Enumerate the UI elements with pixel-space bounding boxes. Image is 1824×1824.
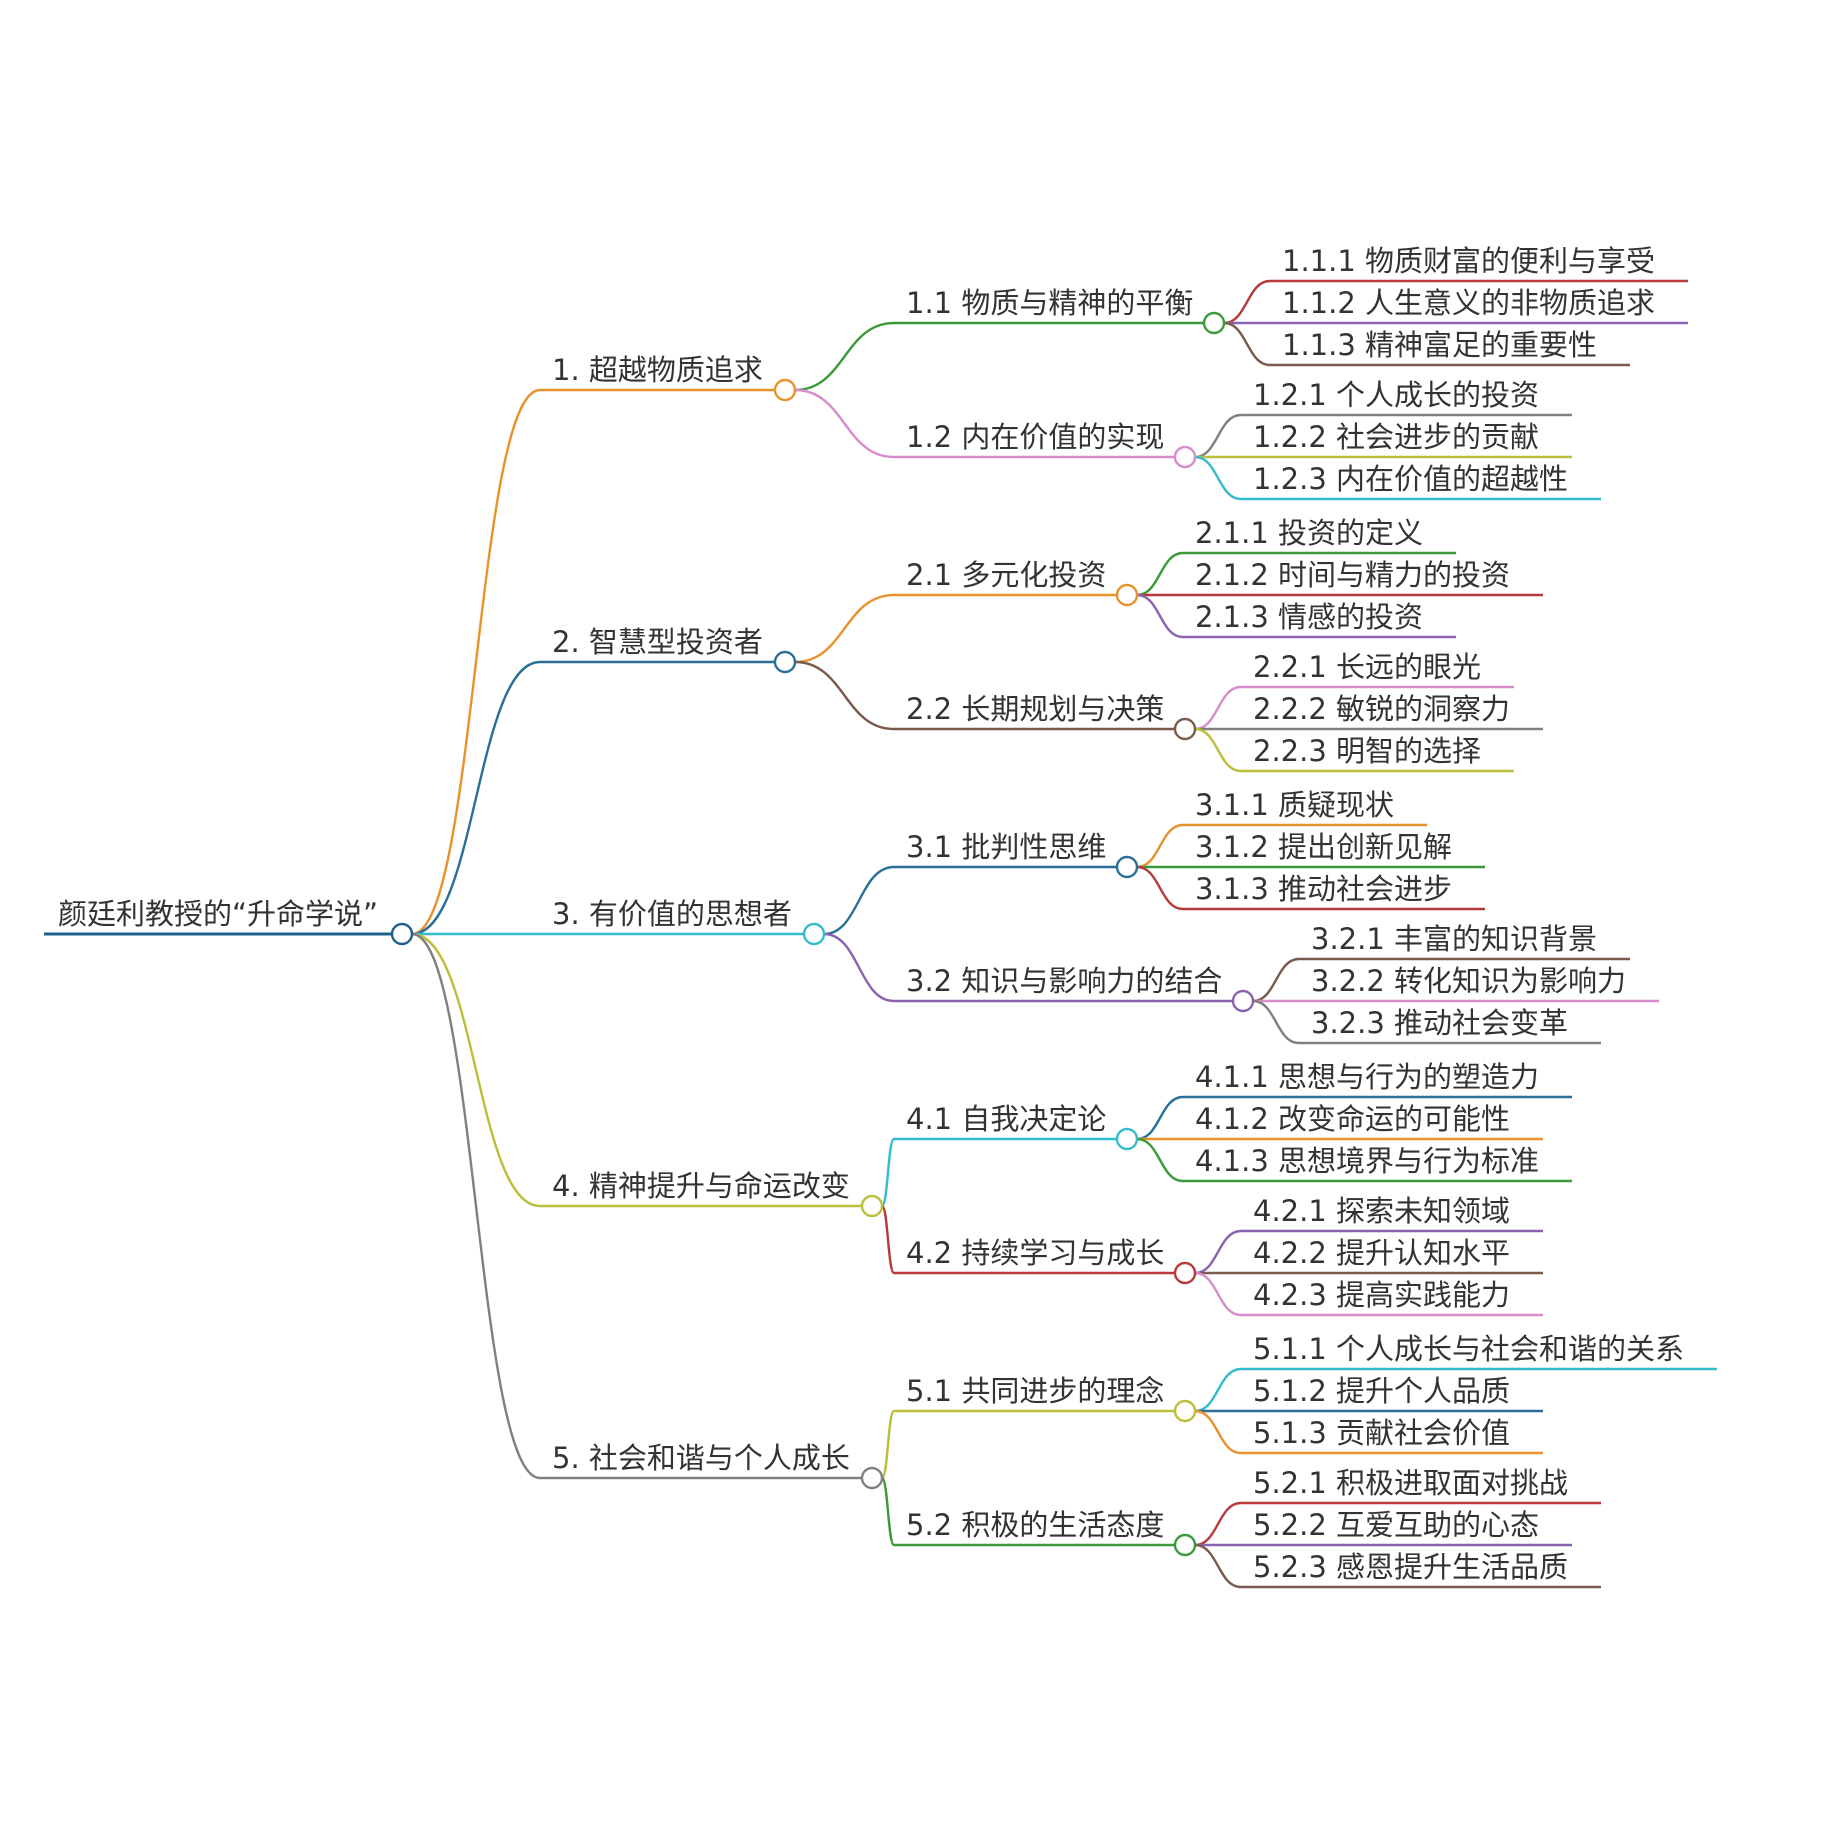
leaf-label-2-2-3: 2.2.3 明智的选择 <box>1253 734 1481 768</box>
branch-node-5[interactable] <box>860 1466 884 1490</box>
leaf-label-4-2-2: 4.2.2 提升认知水平 <box>1253 1236 1510 1270</box>
leaf-label-2-2-2: 2.2.2 敏锐的洞察力 <box>1253 692 1510 726</box>
branch-connector-5 <box>411 932 541 1480</box>
leaf-label-1-2-2: 1.2.2 社会进步的贡献 <box>1253 420 1539 454</box>
subbranch-label-5-1: 5.1 共同进步的理念 <box>906 1374 1164 1408</box>
branch-connector-1 <box>411 388 541 936</box>
leaf-label-3-1-1: 3.1.1 质疑现状 <box>1195 788 1394 822</box>
subbranch-connector-1-2 <box>794 388 895 459</box>
leaf-label-4-1-3: 4.1.3 思想境界与行为标准 <box>1195 1144 1539 1178</box>
leaf-label-3-2-2: 3.2.2 转化知识为影响力 <box>1311 964 1626 998</box>
subbranch-label-1-1: 1.1 物质与精神的平衡 <box>906 286 1193 320</box>
subbranch-connector-5-1 <box>880 1409 896 1480</box>
leaf-connector-5-2-1 <box>1194 1501 1242 1547</box>
leaf-label-5-1-3: 5.1.3 贡献社会价值 <box>1253 1416 1510 1450</box>
leaf-connector-4-2-3 <box>1194 1271 1242 1317</box>
subbranch-connector-4-2 <box>880 1204 896 1275</box>
branch-label-3: 3. 有价值的思想者 <box>552 897 792 931</box>
leaf-connector-3-2-1 <box>1252 957 1300 1003</box>
branch-connector-4 <box>411 932 541 1208</box>
leaf-label-1-2-1: 1.2.1 个人成长的投资 <box>1253 378 1539 412</box>
subbranch-node-3-1[interactable] <box>1115 855 1139 879</box>
subbranch-connector-2-2 <box>794 660 895 731</box>
subbranch-label-4-1: 4.1 自我决定论 <box>906 1102 1106 1136</box>
leaf-connector-4-1-3 <box>1136 1137 1184 1183</box>
branch-connector-2 <box>411 660 541 936</box>
leaf-connector-4-1-1 <box>1136 1095 1184 1141</box>
leaf-label-4-1-1: 4.1.1 思想与行为的塑造力 <box>1195 1060 1539 1094</box>
leaf-label-4-2-1: 4.2.1 探索未知领域 <box>1253 1194 1510 1228</box>
subbranch-node-5-1[interactable] <box>1173 1399 1197 1423</box>
leaf-connector-3-1-1 <box>1136 823 1184 869</box>
leaf-label-1-1-3: 1.1.3 精神富足的重要性 <box>1282 328 1597 362</box>
leaf-label-3-2-3: 3.2.3 推动社会变革 <box>1311 1006 1568 1040</box>
leaf-connector-2-1-1 <box>1136 551 1184 597</box>
leaf-connector-2-1-3 <box>1136 593 1184 639</box>
branch-node-3[interactable] <box>802 922 826 946</box>
subbranch-node-2-1[interactable] <box>1115 583 1139 607</box>
leaf-label-5-2-2: 5.2.2 互爱互助的心态 <box>1253 1508 1539 1542</box>
leaf-label-2-1-2: 2.1.2 时间与精力的投资 <box>1195 558 1510 592</box>
leaf-connector-2-2-3 <box>1194 727 1242 773</box>
leaf-label-3-1-2: 3.1.2 提出创新见解 <box>1195 830 1452 864</box>
leaf-label-1-2-3: 1.2.3 内在价值的超越性 <box>1253 462 1568 496</box>
subbranch-label-5-2: 5.2 积极的生活态度 <box>906 1508 1164 1542</box>
root-topic-label: 颜廷利教授的“升命学说” <box>58 897 378 931</box>
leaf-label-5-2-1: 5.2.1 积极进取面对挑战 <box>1253 1466 1568 1500</box>
subbranch-node-3-2[interactable] <box>1231 989 1255 1013</box>
leaf-label-5-2-3: 5.2.3 感恩提升生活品质 <box>1253 1550 1568 1584</box>
mindmap-connectors <box>44 279 1717 1589</box>
leaf-label-2-1-1: 2.1.1 投资的定义 <box>1195 516 1423 550</box>
leaf-label-2-1-3: 2.1.3 情感的投资 <box>1195 600 1423 634</box>
leaf-label-5-1-2: 5.1.2 提升个人品质 <box>1253 1374 1510 1408</box>
branch-node-4[interactable] <box>860 1194 884 1218</box>
subbranch-connector-2-1 <box>794 593 895 664</box>
leaf-connector-5-1-3 <box>1194 1409 1242 1455</box>
leaf-connector-1-1-3 <box>1223 321 1271 367</box>
branch-label-2: 2. 智慧型投资者 <box>552 625 763 659</box>
branch-node-1[interactable] <box>773 378 797 402</box>
subbranch-label-4-2: 4.2 持续学习与成长 <box>906 1236 1164 1270</box>
subbranch-connector-3-1 <box>823 865 895 936</box>
subbranch-node-4-1[interactable] <box>1115 1127 1139 1151</box>
subbranch-label-3-2: 3.2 知识与影响力的结合 <box>906 964 1222 998</box>
subbranch-label-1-2: 1.2 内在价值的实现 <box>906 420 1164 454</box>
leaf-label-4-1-2: 4.1.2 改变命运的可能性 <box>1195 1102 1510 1136</box>
leaf-connector-5-1-1 <box>1194 1367 1242 1413</box>
subbranch-node-1-2[interactable] <box>1173 445 1197 469</box>
subbranch-node-4-2[interactable] <box>1173 1261 1197 1285</box>
leaf-label-1-1-1: 1.1.1 物质财富的便利与享受 <box>1282 244 1655 278</box>
subbranch-label-2-1: 2.1 多元化投资 <box>906 558 1106 592</box>
leaf-label-1-1-2: 1.1.2 人生意义的非物质追求 <box>1282 286 1655 320</box>
subbranch-label-3-1: 3.1 批判性思维 <box>906 830 1106 864</box>
leaf-connector-3-2-3 <box>1252 999 1300 1045</box>
leaf-connector-5-2-3 <box>1194 1543 1242 1589</box>
leaf-connector-3-1-3 <box>1136 865 1184 911</box>
branch-node-2[interactable] <box>773 650 797 674</box>
subbranch-node-1-1[interactable] <box>1202 311 1226 335</box>
leaf-connector-1-1-1 <box>1223 279 1271 325</box>
subbranch-label-2-2: 2.2 长期规划与决策 <box>906 692 1164 726</box>
leaf-label-4-2-3: 4.2.3 提高实践能力 <box>1253 1278 1510 1312</box>
leaf-connector-4-2-1 <box>1194 1229 1242 1275</box>
leaf-label-5-1-1: 5.1.1 个人成长与社会和谐的关系 <box>1253 1332 1684 1366</box>
subbranch-node-5-2[interactable] <box>1173 1533 1197 1557</box>
leaf-connector-1-2-1 <box>1194 413 1242 459</box>
subbranch-connector-1-1 <box>794 321 895 392</box>
subbranch-connector-5-2 <box>880 1476 896 1547</box>
subbranch-node-2-2[interactable] <box>1173 717 1197 741</box>
branch-label-4: 4. 精神提升与命运改变 <box>552 1169 850 1203</box>
leaf-label-2-2-1: 2.2.1 长远的眼光 <box>1253 650 1481 684</box>
leaf-connector-2-2-1 <box>1194 685 1242 731</box>
leaf-label-3-1-3: 3.1.3 推动社会进步 <box>1195 872 1452 906</box>
subbranch-connector-4-1 <box>880 1137 896 1208</box>
leaf-connector-1-2-3 <box>1194 455 1242 501</box>
subbranch-connector-3-2 <box>823 932 895 1003</box>
mindmap-nodes: 颜廷利教授的“升命学说” 1. 超越物质追求 1.1 物质与精神的平衡 1.1.1 物… <box>58 244 1684 1584</box>
leaf-label-3-2-1: 3.2.1 丰富的知识背景 <box>1311 922 1597 956</box>
branch-label-5: 5. 社会和谐与个人成长 <box>552 1441 850 1475</box>
branch-label-1: 1. 超越物质追求 <box>552 353 763 387</box>
root-node[interactable] <box>390 922 414 946</box>
